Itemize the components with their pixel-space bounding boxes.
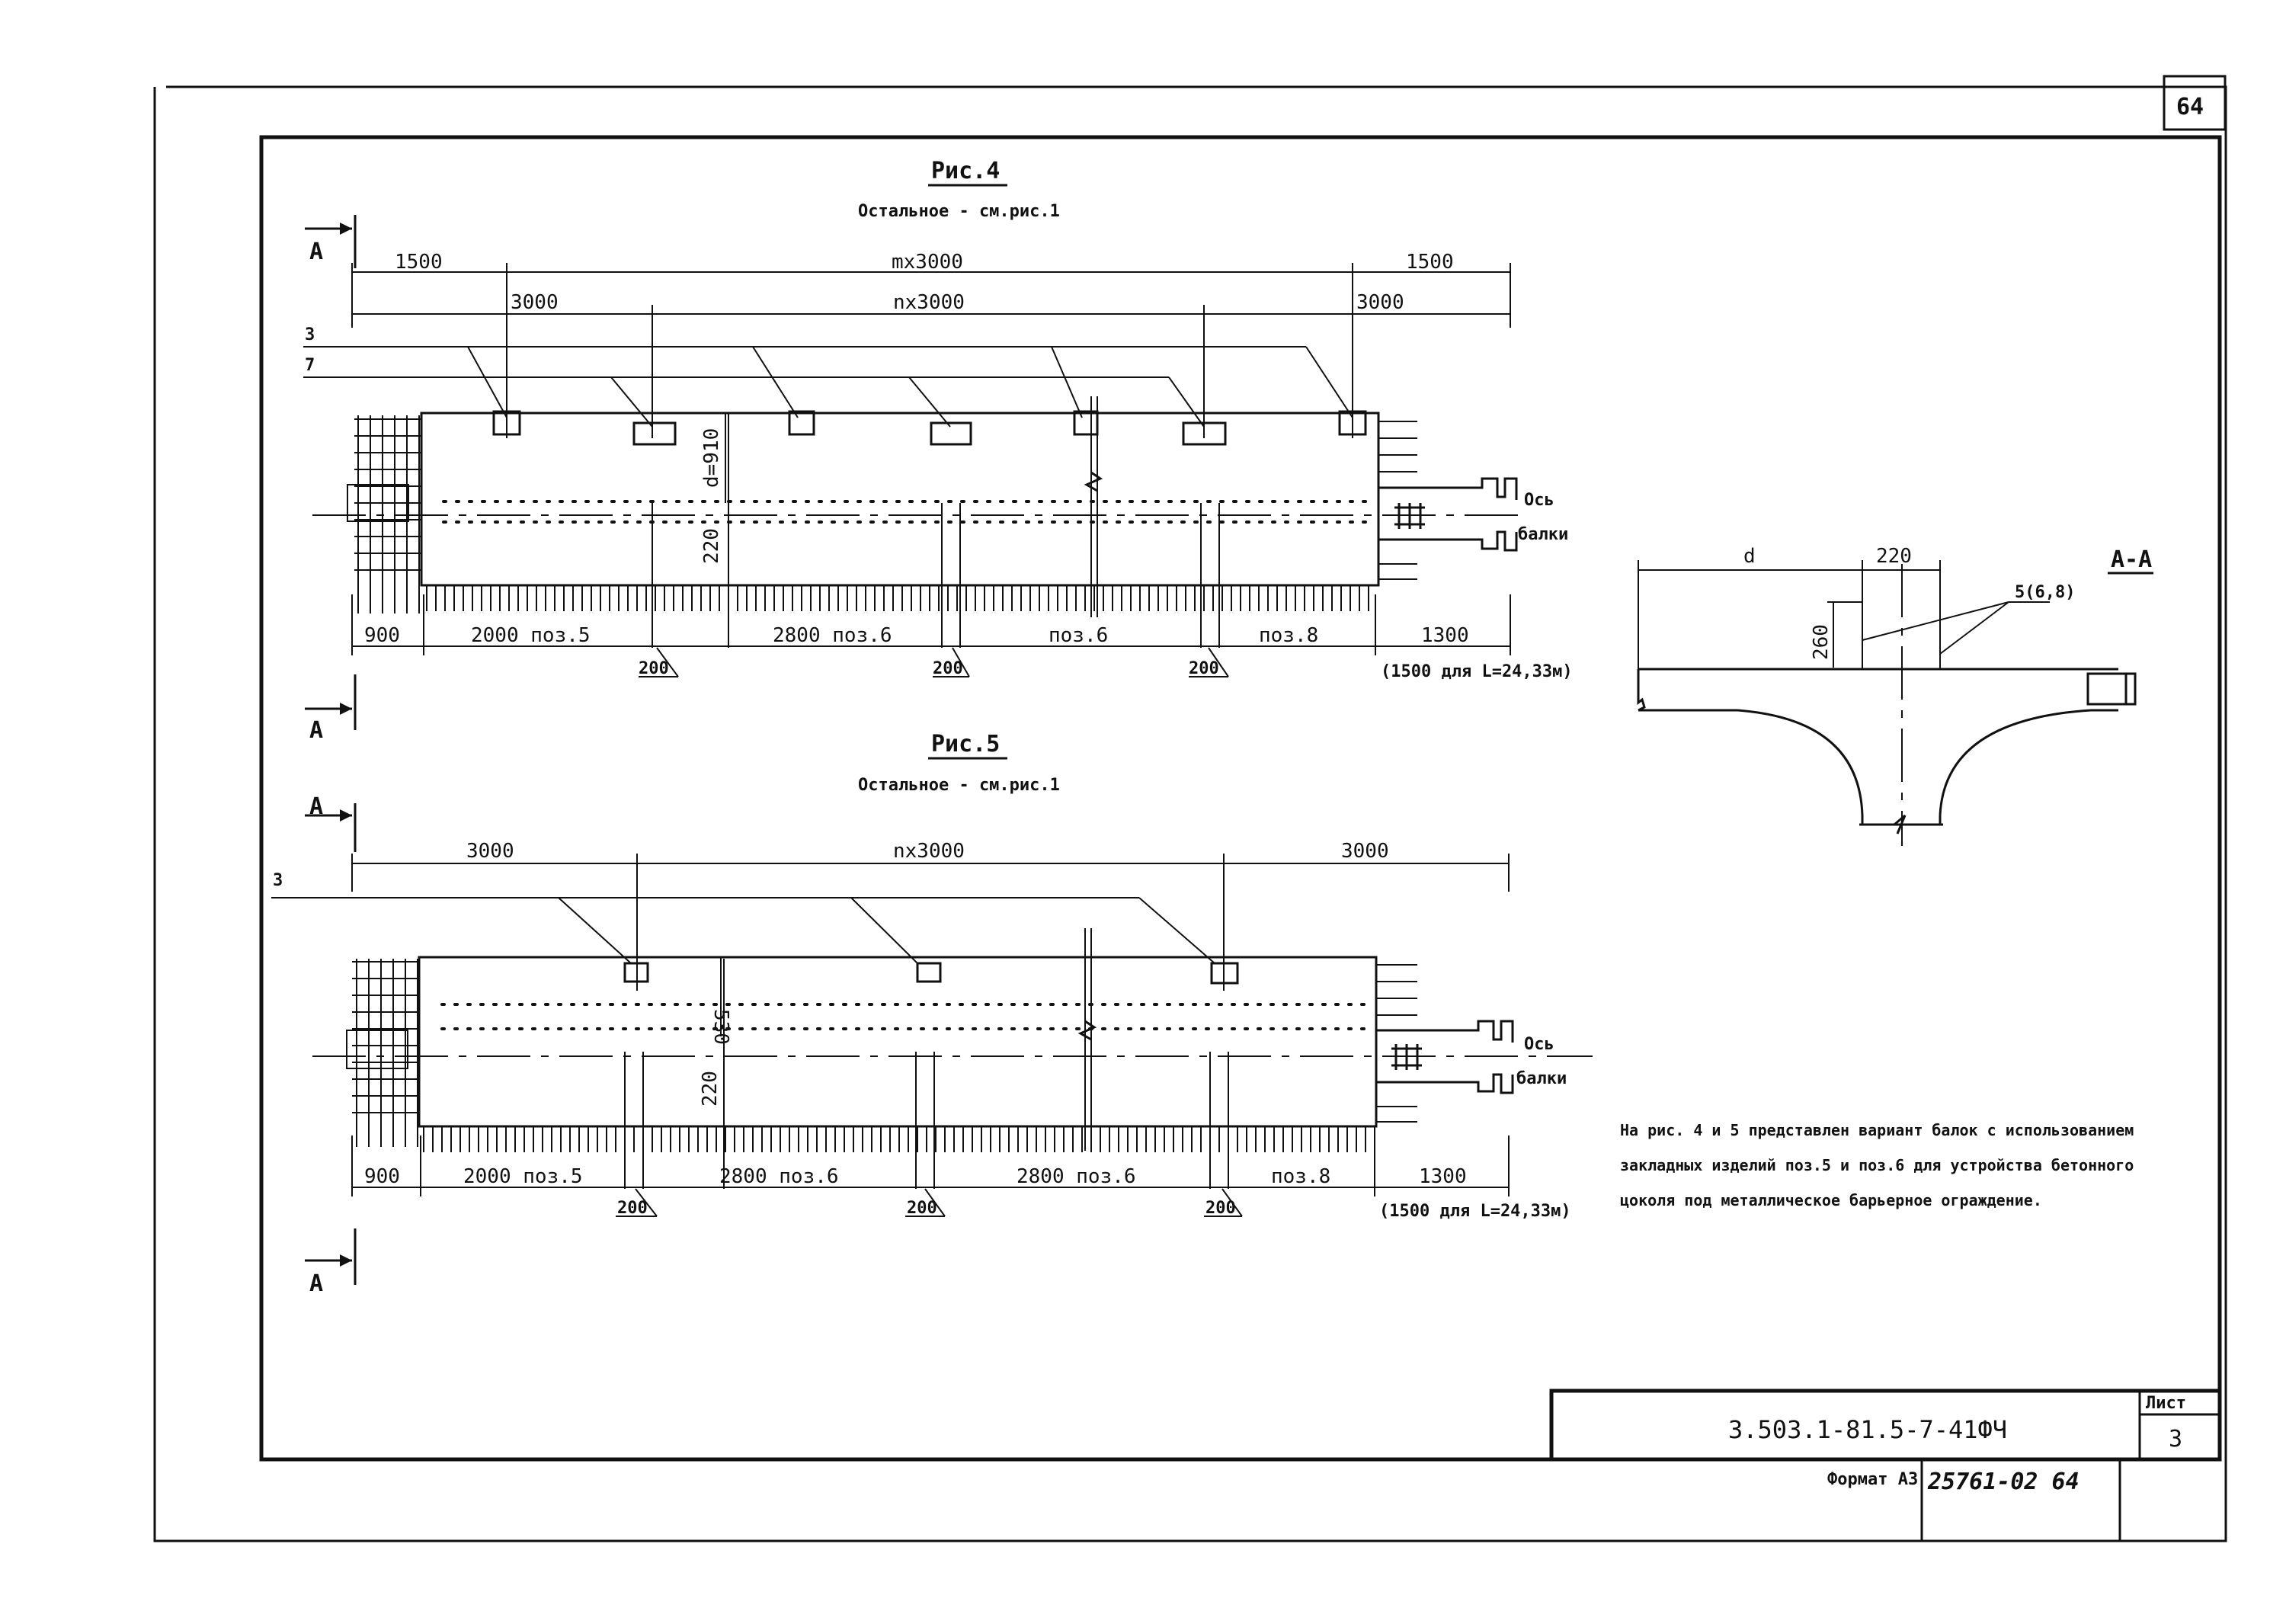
- svg-text:3: 3: [273, 871, 283, 890]
- corner-sheet-number: 64: [2176, 94, 2204, 120]
- note-line-2: закладных изделий поз.5 и поз.6 для устр…: [1620, 1156, 2134, 1174]
- sheet-value: 3: [2169, 1426, 2182, 1453]
- svg-text:1300: 1300: [1419, 1165, 1467, 1188]
- fig4-axis-label: Ось: [1524, 491, 1554, 510]
- svg-text:200: 200: [1189, 659, 1219, 678]
- fig4-dim-mx3000: mx3000: [892, 251, 963, 274]
- svg-text:2800 поз.6: 2800 поз.6: [1017, 1165, 1136, 1188]
- section-a-a: А-А d 220 260 5(6,8): [1637, 545, 2153, 846]
- svg-text:А: А: [309, 717, 323, 744]
- fig5-title: Рис.5: [931, 731, 1000, 758]
- svg-text:Ось: Ось: [1524, 1035, 1554, 1054]
- fig5-dim-220: 220: [699, 1071, 722, 1107]
- fig4-dim-row-1: 1500 mx3000 1500: [351, 251, 1511, 438]
- fig5-dim-row-1: 3000 nx3000 3000: [351, 840, 1510, 991]
- general-note: На рис. 4 и 5 представлен вариант балок …: [1620, 1121, 2134, 1209]
- fig4-dim-d910: d=910: [700, 428, 723, 488]
- fig4-footnote: (1500 для L=24,33м): [1381, 662, 1573, 681]
- section-mark-a-top-2: А: [305, 793, 357, 852]
- fig4-beam: Ось балки d=910 220: [312, 396, 1568, 648]
- svg-text:3000: 3000: [466, 840, 514, 863]
- fig4-title: Рис.4: [931, 158, 1000, 184]
- title-block: 3.503.1-81.5-7-41ФЧ Лист 3 Формат А3 257…: [1549, 1389, 2222, 1541]
- fig4-dim-1500-right: 1500: [1406, 251, 1454, 274]
- svg-text:поз.6: поз.6: [1049, 624, 1108, 647]
- svg-text:5(6,8): 5(6,8): [2015, 583, 2075, 602]
- fig5-subtitle: Остальное - см.рис.1: [858, 776, 1060, 795]
- svg-text:2000 поз.5: 2000 поз.5: [471, 624, 591, 647]
- svg-text:балки: балки: [1516, 1069, 1567, 1088]
- fig4-dim-220: 220: [700, 528, 723, 564]
- svg-text:7: 7: [305, 356, 315, 375]
- figure-5: Рис.5 Остальное - см.рис.1 А 3000 nx3000…: [271, 731, 1593, 1297]
- fig4-dim-3000-left: 3000: [511, 291, 559, 314]
- svg-text:200: 200: [639, 659, 669, 678]
- note-line-3: цоколя под металлическое барьерное ограж…: [1620, 1191, 2042, 1209]
- sheet-label: Лист: [2146, 1394, 2186, 1413]
- svg-text:2000 поз.5: 2000 поз.5: [463, 1165, 583, 1188]
- svg-text:А: А: [309, 793, 323, 820]
- svg-text:nx3000: nx3000: [893, 840, 965, 863]
- figure-4: Рис.4 Остальное - см.рис.1 А 1500 mx3000…: [303, 158, 1573, 744]
- fig4-axis-label-2: балки: [1518, 525, 1568, 544]
- svg-text:220: 220: [1876, 545, 1912, 568]
- fig4-dim-1500-left: 1500: [395, 251, 443, 274]
- section-mark-a-bottom: А: [305, 674, 357, 744]
- fig5-bottom-dims: 900 2000 поз.5 2800 поз.6 2800 поз.6 поз…: [351, 1136, 1571, 1221]
- fig5-leaders: 3: [271, 871, 1215, 964]
- svg-text:200: 200: [1205, 1199, 1236, 1218]
- svg-text:поз.8: поз.8: [1259, 624, 1318, 647]
- fig4-bottom-dims: 900 2000 поз.5 2800 поз.6 поз.6 поз.8 13…: [351, 594, 1573, 681]
- section-title: А-А: [2111, 546, 2152, 573]
- svg-text:3: 3: [305, 325, 315, 344]
- section-mark-a-top: А: [305, 215, 357, 268]
- fig4-dim-3000-right: 3000: [1356, 291, 1404, 314]
- document-code: 3.503.1-81.5-7-41ФЧ: [1728, 1415, 2007, 1444]
- sheet-frame: [153, 75, 2227, 1542]
- fig5-beam: Ось балки 530 220: [312, 928, 1593, 1189]
- fig4-dim-nx3000: nx3000: [893, 291, 965, 314]
- svg-text:3000: 3000: [1341, 840, 1389, 863]
- svg-text:2800 поз.6: 2800 поз.6: [773, 624, 892, 647]
- section-mark-a-bottom-2: А: [305, 1228, 357, 1297]
- svg-text:А: А: [309, 239, 323, 265]
- fig5-footnote: (1500 для L=24,33м): [1379, 1202, 1571, 1221]
- svg-text:200: 200: [907, 1199, 937, 1218]
- svg-text:900: 900: [364, 1165, 400, 1188]
- svg-text:1300: 1300: [1421, 624, 1469, 647]
- svg-text:200: 200: [933, 659, 963, 678]
- fig5-dim-530: 530: [709, 1009, 732, 1045]
- svg-text:2800 поз.6: 2800 поз.6: [719, 1165, 839, 1188]
- svg-text:200: 200: [617, 1199, 648, 1218]
- svg-text:900: 900: [364, 624, 400, 647]
- fig4-leaders: 3 7: [303, 325, 1353, 428]
- fig4-subtitle: Остальное - см.рис.1: [858, 202, 1060, 221]
- svg-text:поз.8: поз.8: [1271, 1165, 1330, 1188]
- svg-text:А: А: [309, 1270, 323, 1297]
- inventory-number: 25761-02 64: [1927, 1469, 2079, 1495]
- fig4-dim-row-2: 3000 nx3000 3000: [352, 291, 1510, 438]
- svg-text:d: d: [1743, 545, 1756, 568]
- format-label: Формат А3: [1827, 1470, 1918, 1489]
- note-line-1: На рис. 4 и 5 представлен вариант балок …: [1620, 1121, 2134, 1139]
- svg-text:260: 260: [1810, 624, 1833, 660]
